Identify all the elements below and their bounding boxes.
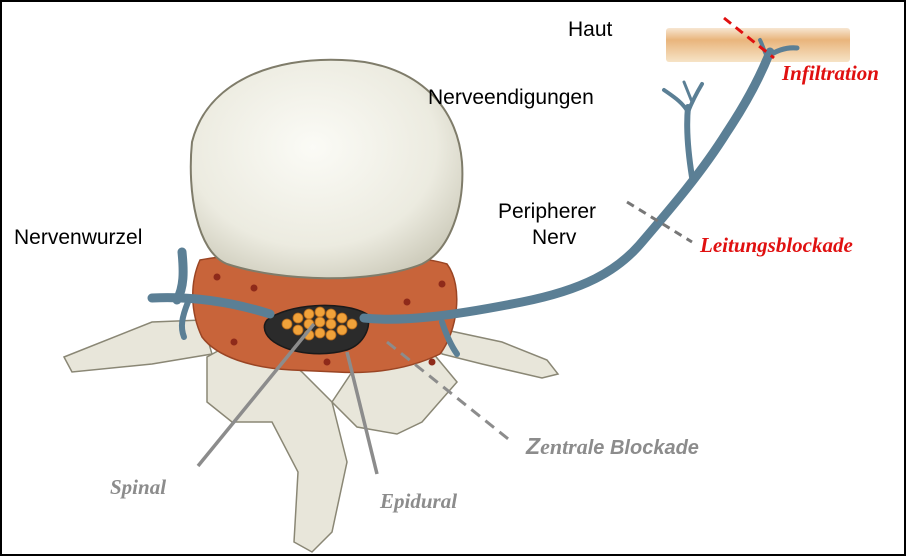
skin-layer xyxy=(666,28,850,62)
label-nerveendigungen: Nerveendigungen xyxy=(428,86,594,109)
label-nervenwurzel: Nervenwurzel xyxy=(14,226,142,249)
label-zentrale-blockade-z: Z xyxy=(526,433,540,459)
label-nerv: Nerv xyxy=(532,226,576,249)
label-epidural: Epidural xyxy=(380,490,457,513)
label-spinal: Spinal xyxy=(110,476,166,499)
label-zentrale-blockade-entra: entra xyxy=(540,434,588,459)
vertebral-body xyxy=(191,60,463,278)
label-peripherer: Peripherer xyxy=(498,200,596,223)
label-haut: Haut xyxy=(568,18,612,41)
label-zentrale-blockade: Zentrale Blockade xyxy=(526,434,699,459)
label-leitungsblockade: Leitungsblockade xyxy=(700,234,853,257)
label-infiltration: Infiltration xyxy=(782,62,879,85)
label-zentrale-blockade-rest: le Blockade xyxy=(588,437,699,459)
